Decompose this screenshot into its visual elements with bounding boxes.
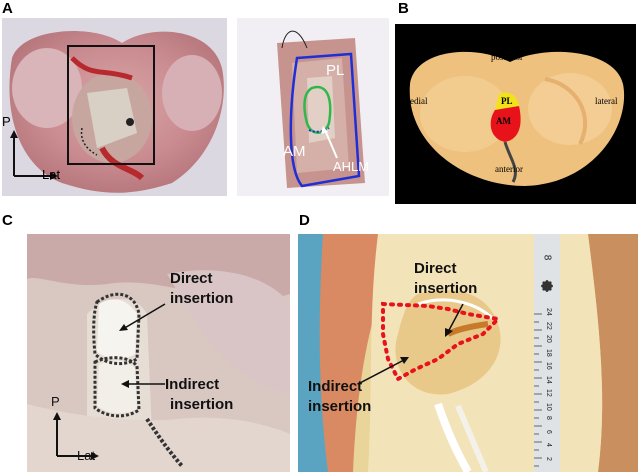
label-d-direct: Direct: [414, 260, 457, 277]
ruler-number: 8: [545, 416, 552, 420]
label-b-pl: PL: [501, 96, 513, 106]
ruler-number: 14: [545, 375, 552, 384]
ruler-number: 22: [545, 321, 552, 330]
ruler-number: 24: [545, 308, 552, 316]
axis-label-c-p: P: [51, 394, 60, 409]
label-c-direct-insertion: insertion: [170, 290, 234, 307]
ruler-flower-icon: [541, 280, 553, 292]
ruler-scale: 24 22 20 18 16 14 12 10 8 6 4 2: [542, 308, 560, 472]
pl-region: [495, 92, 519, 110]
red-dotted-outline: [381, 301, 503, 382]
ruler-number: 18: [545, 348, 552, 357]
label-lateral: lateral: [595, 96, 618, 106]
label-anterior: anterior: [495, 164, 523, 174]
panel-letter-b: B: [398, 0, 409, 17]
direct-insertion-outline: [92, 292, 141, 366]
panel-letter-d: D: [299, 212, 310, 229]
label-d-indirect: Indirect: [308, 378, 363, 395]
label-posterior: posterior: [491, 52, 523, 62]
label-d-indirect-insertion: insertion: [308, 398, 372, 415]
label-ahlm: AHLM: [333, 159, 370, 174]
label-d-direct-insertion: insertion: [414, 280, 478, 297]
ruler-number: 20: [545, 335, 552, 343]
label-am: AM: [283, 143, 306, 160]
green-outline: [303, 85, 332, 134]
indirect-insertion-outline: [93, 356, 141, 418]
label-medial: medial: [403, 96, 428, 106]
ruler-number: 10: [545, 402, 552, 411]
am-region: [490, 106, 521, 142]
blue-outline: [289, 52, 361, 188]
panel-letter-a: A: [2, 0, 13, 17]
panel-b-tibial-plateau: posterior anterior medial lateral PL AM: [395, 24, 636, 204]
panel-a-knee-photo: P Lat: [2, 18, 227, 196]
label-c-direct: Direct: [170, 270, 213, 287]
label-c-indirect-insertion: insertion: [170, 396, 234, 413]
ruler-number: 4: [545, 443, 552, 447]
panel-c-femur-photo: Direct insertion Indirect insertion P La…: [27, 234, 290, 472]
axis-label-p: P: [2, 114, 11, 129]
panel-a-crop-box: [67, 45, 155, 165]
axis-label-lat: Lat: [42, 167, 61, 182]
ruler-number: 12: [545, 389, 552, 397]
ruler-top-mark: 8: [541, 254, 553, 261]
ruler-number: 16: [545, 362, 552, 370]
ruler-number: 2: [545, 456, 552, 461]
panel-letter-c: C: [2, 212, 13, 229]
label-b-am: AM: [496, 116, 511, 126]
label-pl: PL: [326, 62, 345, 79]
label-c-indirect: Indirect: [165, 376, 220, 393]
panel-a-zoom-photo: PL AM AHLM: [237, 18, 389, 196]
ruler-number: 6: [545, 429, 552, 434]
axis-label-c-lat: Lat: [77, 448, 96, 463]
